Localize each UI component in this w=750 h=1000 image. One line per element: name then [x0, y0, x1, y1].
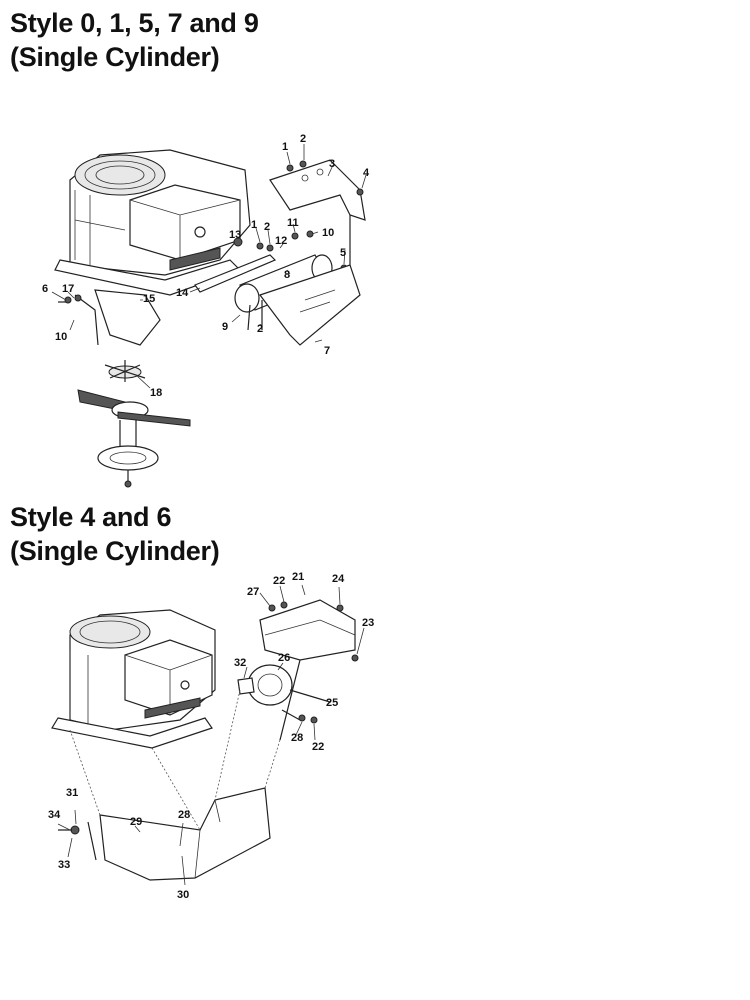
callout: 4 [363, 167, 370, 179]
callout: 10 [55, 331, 67, 343]
callout: 33 [58, 859, 70, 871]
callout: 1 [282, 141, 288, 153]
callout: 2 [257, 323, 263, 335]
callout: 3 [329, 158, 335, 170]
callout: 10 [322, 227, 334, 239]
fan-icon [104, 360, 146, 382]
bracket-icon [259, 599, 356, 741]
callout: 5 [340, 247, 346, 259]
callout: 12 [275, 235, 287, 247]
callout: 15 [143, 293, 155, 305]
callout: 2 [264, 221, 270, 233]
engine-icon [54, 149, 251, 296]
section-1-title: Style 0, 1, 5, 7 and 9 (Single Cylinder) [10, 6, 259, 74]
callout: 21 [292, 571, 304, 583]
callout: 8 [284, 269, 290, 281]
section-2-title: Style 4 and 6 (Single Cylinder) [10, 500, 220, 568]
bolt-icon [64, 296, 72, 304]
bolt-icon [74, 294, 82, 302]
pulley-icon [77, 389, 191, 488]
callout: 34 [48, 809, 61, 821]
callout: 29 [130, 816, 142, 828]
callout: 27 [247, 586, 259, 598]
callout: 31 [66, 787, 78, 799]
deflector-icon [94, 289, 161, 346]
callout: 1 [251, 219, 257, 231]
callout: 23 [362, 617, 374, 629]
callout: 9 [222, 321, 228, 333]
callout: 2 [300, 133, 306, 145]
muffler-icon [237, 664, 331, 721]
callout: 32 [234, 657, 246, 669]
callout: 13 [229, 229, 241, 241]
callout: 22 [273, 575, 285, 587]
section-2-title-line2: (Single Cylinder) [10, 536, 220, 566]
callout: 28 [291, 732, 303, 744]
section-2-title-line1: Style 4 and 6 [10, 502, 172, 532]
callout: 30 [177, 889, 189, 901]
heat-shield-icon [259, 264, 361, 346]
section-1-title-line2: (Single Cylinder) [10, 42, 220, 72]
callout: 28 [178, 809, 190, 821]
strap-icon [194, 254, 277, 293]
engine-icon [51, 609, 216, 749]
callout: 7 [324, 345, 330, 357]
callout: 17 [62, 283, 74, 295]
heat-shield-icon [99, 787, 271, 881]
exploded-diagram-style-0-1-5-7-9: 1 2 3 4 1 2 11 10 13 12 5 8 14 9 2 7 6 1… [42, 133, 370, 488]
callout: 6 [42, 283, 48, 295]
section-1-title-line1: Style 0, 1, 5, 7 and 9 [10, 8, 259, 38]
callout: 11 [287, 217, 299, 229]
bracket-icon [269, 159, 366, 270]
callout: 25 [326, 697, 338, 709]
callout: 24 [332, 573, 345, 585]
callout: 26 [278, 652, 290, 664]
callout: 22 [312, 741, 324, 753]
callout: 14 [176, 287, 189, 299]
exploded-diagram-style-4-6: 22 21 24 27 23 32 26 25 28 22 31 29 28 3… [48, 571, 374, 901]
callout: 18 [150, 387, 162, 399]
